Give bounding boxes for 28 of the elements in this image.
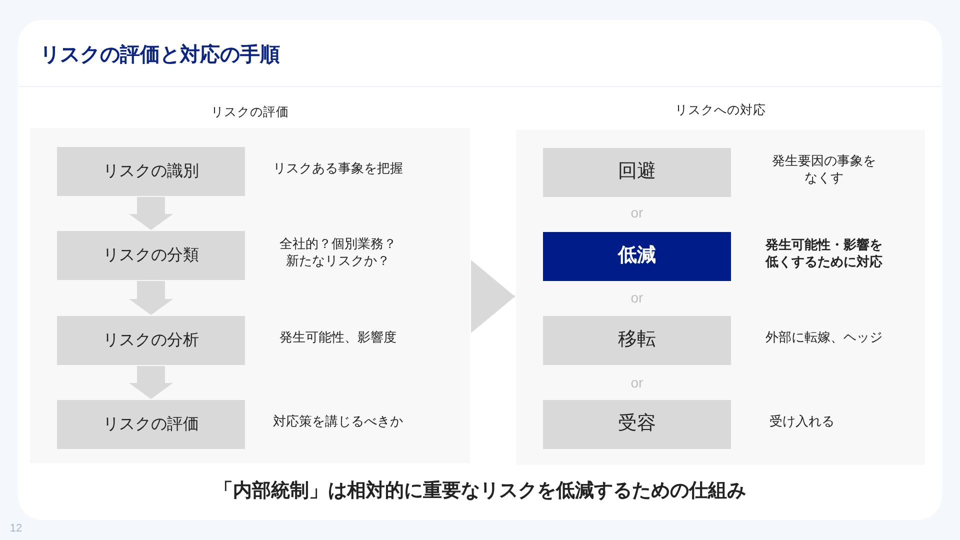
separator-label: or	[630, 204, 644, 222]
arrow	[129, 281, 173, 315]
option-box: 回避	[543, 148, 731, 197]
separator-label: or	[630, 374, 644, 392]
description-text: リスクある事象を把握	[273, 159, 403, 176]
description-text: 外部に転嫁、ヘッジ	[766, 328, 882, 345]
arrow	[129, 366, 173, 399]
option-box: 受容	[543, 400, 731, 449]
panel-heading: リスクの評価	[211, 104, 289, 120]
step-box: リスクの分析	[57, 316, 245, 365]
description-text: 全社的？個別業務？新たなリスクか？	[278, 234, 398, 268]
page-number: 12	[10, 522, 22, 536]
description-text: 受け入れる	[770, 412, 834, 429]
step-box: リスクの識別	[57, 147, 245, 196]
chevron-arrow	[471, 260, 515, 333]
description-text: 発生可能性、影響度	[280, 328, 396, 345]
option-box: 低減	[543, 232, 731, 281]
description-text: 発生要因の事象をなくす	[771, 152, 877, 186]
description-text: 発生可能性・影響を低くするために対応	[764, 236, 884, 270]
panel-heading: リスクへの対応	[675, 102, 766, 118]
arrow	[129, 197, 173, 230]
step-box: リスクの評価	[57, 400, 245, 449]
description-text: 対応策を講じるべきか	[273, 412, 403, 429]
option-box: 移転	[543, 316, 731, 365]
title: リスクの評価と対応の手順	[40, 42, 280, 68]
separator-label: or	[630, 290, 644, 306]
step-box: リスクの分類	[57, 231, 245, 280]
caption-text: 「内部統制」は相対的に重要なリスクを低減するための仕組み	[214, 480, 746, 504]
